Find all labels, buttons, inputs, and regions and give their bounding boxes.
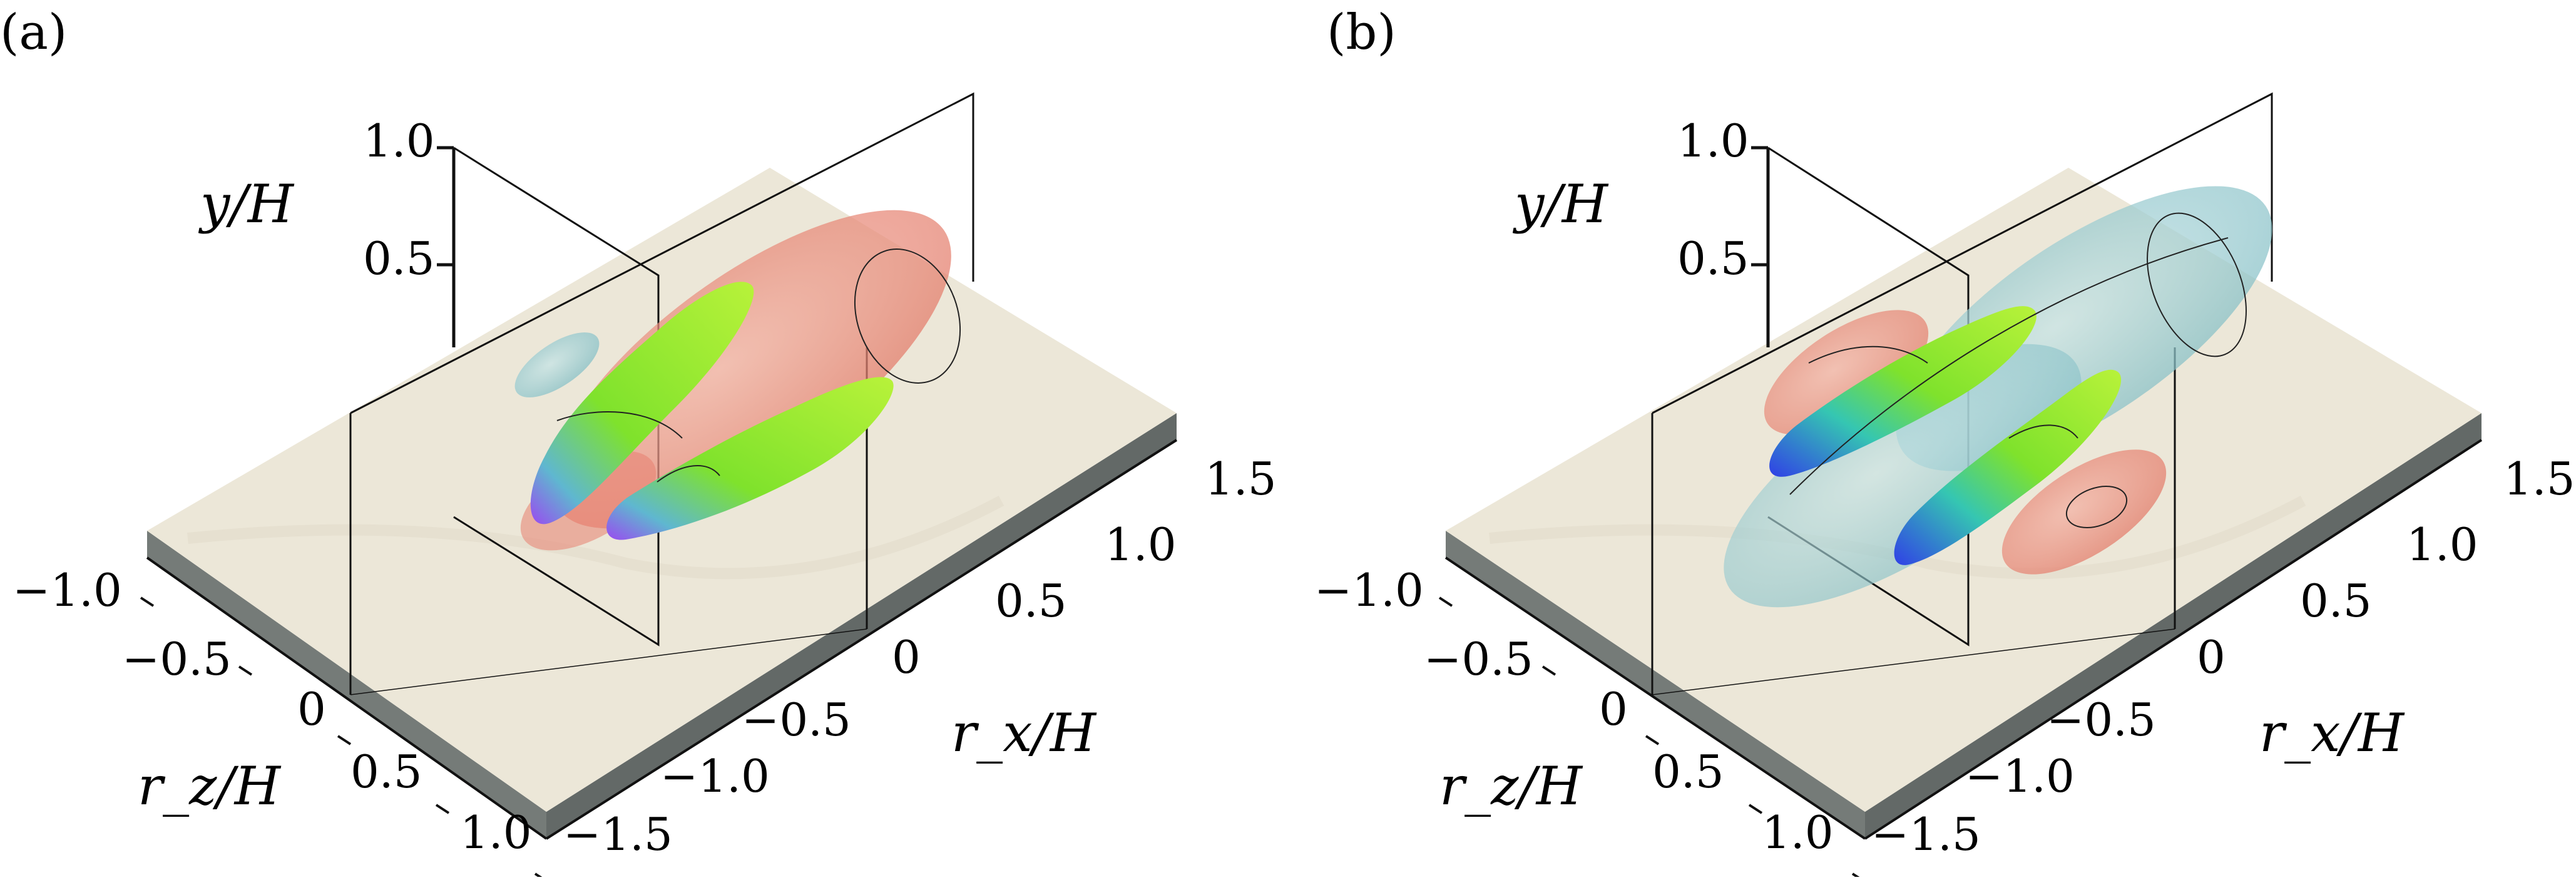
panel-b-rx-tick-4: 0 [2197, 631, 2226, 683]
panel-b-rx-tick-1: 1.5 [2503, 453, 2575, 505]
panel-a: (a) 1.0 0.5 y/H [0, 4, 1277, 880]
panel-a-rz-tick-3: 0 [297, 683, 326, 735]
panel-a-y-tick-1: 1.0 [363, 115, 435, 167]
panel-a-label: (a) [0, 4, 67, 61]
panel-a-rz-axis: −1.0 −0.5 0 0.5 1.0 r_z/H [13, 556, 548, 880]
panel-a-floor-relief [187, 496, 1004, 580]
panel-b-red-blob-left [1764, 310, 1929, 435]
panel-b-rx-tick-5: −0.5 [2047, 693, 2156, 746]
panel-b-rz-tick-2: −0.5 [1424, 633, 1533, 685]
panel-b-red-blob-right [2001, 449, 2167, 575]
panel-a-rx-tick-1: 1.5 [1205, 453, 1277, 505]
panel-a-cyan-blob [514, 332, 600, 397]
panel-b-rz-tick-3: 0 [1599, 683, 1628, 735]
panel-b-green-streak-right [1894, 369, 2122, 565]
panel-b-floor-right-side [1865, 413, 2481, 839]
panel-b-floor-relief [1489, 496, 2306, 580]
panel-b-rz-tick-4: 0.5 [1652, 745, 1724, 798]
panel-b-rz-tick-1: −1.0 [1314, 564, 1424, 617]
panel-a-rz-axis-title: r_z/H [138, 755, 282, 817]
panel-a-red-blob-base [520, 451, 657, 551]
panel-b-rz-tick-5: 1.0 [1762, 806, 1834, 859]
panel-a-green-streak-left [530, 282, 754, 524]
panel-a-rz-tick-1: −1.0 [13, 564, 122, 617]
panel-b-rx-tick-3: 0.5 [2300, 575, 2372, 627]
panel-b-y-tick-2: 0.5 [1677, 232, 1749, 285]
panel-a-rx-axis: 1.5 1.0 0.5 0 −0.5 −1.0 −1.5 r_x/H [545, 439, 1277, 861]
panel-b-y-tick-1: 1.0 [1677, 115, 1749, 167]
panel-a-rx-tick-6: −1.0 [660, 750, 770, 802]
panel-a-rx-tick-7: −1.5 [563, 808, 673, 861]
panel-b-rz-axis: −1.0 −0.5 0 0.5 1.0 r_z/H [1314, 556, 1866, 880]
panel-b-label: (b) [1327, 4, 1396, 61]
panel-a-y-axis: 1.0 0.5 y/H [198, 115, 456, 347]
panel-a-rx-tick-3: 0.5 [995, 575, 1067, 627]
panel-a-rx-tick-5: −0.5 [742, 693, 851, 746]
panel-b-rx-axis: 1.5 1.0 0.5 0 −0.5 −1.0 −1.5 r_x/H [1864, 439, 2575, 861]
panel-a-rx-axis-title: r_x/H [951, 702, 1097, 764]
panel-b-y-axis-title: y/H [1512, 173, 1609, 235]
panel-a-red-blob-large [551, 210, 951, 529]
panel-b: (b) 1.0 0.5 y/H [1314, 4, 2575, 880]
panel-a-rz-tick-2: −0.5 [122, 633, 232, 685]
panel-a-rz-tick-4: 0.5 [350, 745, 422, 798]
panel-a-y-axis-title: y/H [198, 173, 295, 235]
panel-b-cyan-blob-large-front [1724, 344, 2082, 608]
panel-a-y-tick-2: 0.5 [363, 232, 435, 285]
panel-a-rx-tick-2: 1.0 [1105, 518, 1177, 571]
panel-a-rz-tick-5: 1.0 [460, 806, 532, 859]
panel-a-green-streak-right [606, 377, 894, 540]
panel-b-rz-axis-title: r_z/H [1439, 755, 1583, 817]
panel-b-rx-tick-2: 1.0 [2406, 518, 2478, 571]
panel-b-green-streak-left [1769, 306, 2037, 477]
panel-a-floor-front-side [147, 531, 546, 839]
panel-b-floor-front-side [1446, 531, 1865, 839]
panel-a-isosurfaces [514, 210, 961, 551]
panel-b-y-axis: 1.0 0.5 y/H [1512, 115, 1770, 347]
panel-a-rx-tick-4: 0 [892, 631, 921, 683]
panel-b-rx-tick-7: −1.5 [1871, 808, 1981, 861]
panel-a-floor-right-side [546, 413, 1177, 839]
panel-b-rx-axis-title: r_x/H [2259, 702, 2405, 764]
panel-b-rx-tick-6: −1.0 [1965, 750, 2075, 802]
panel-b-isosurfaces [1724, 186, 2272, 608]
